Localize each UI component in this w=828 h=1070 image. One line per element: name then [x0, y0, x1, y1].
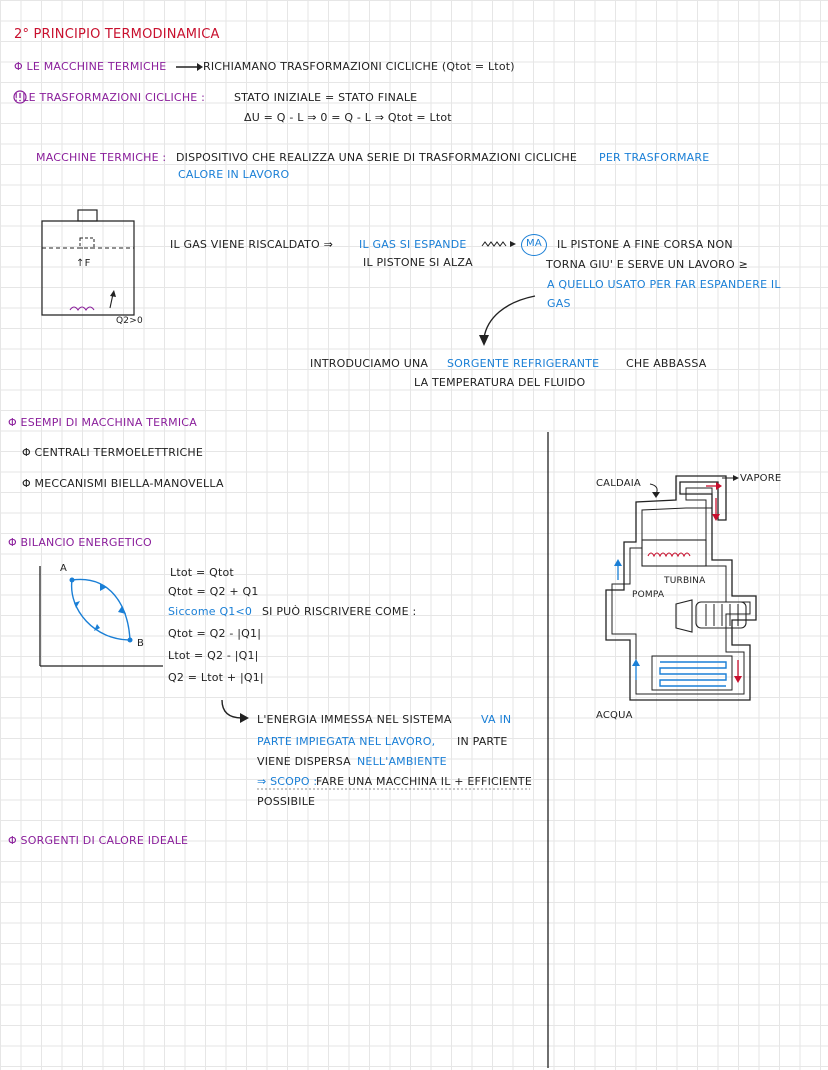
ma-text-2: TORNA GIU' E SERVE UN LAVORO ≥ [546, 258, 748, 271]
energy-blue-2: PARTE IMPIEGATA NEL LAVORO, [257, 735, 436, 748]
example-2: Φ MECCANISMI BIELLA-MANOVELLA [22, 477, 224, 490]
intro-text-1: INTRODUCIAMO UNA [310, 357, 429, 370]
diagram-label-vapore: VAPORE [740, 473, 782, 484]
curved-arrow-icon [479, 295, 536, 346]
graph-point-a: A [60, 563, 68, 574]
diagram-label-pompa: POMPA [632, 590, 665, 600]
energy-text-1: L'ENERGIA IMMESSA NEL SISTEMA [257, 713, 452, 726]
piston-rises-text: IL PISTONE SI ALZA [363, 256, 473, 269]
energy-text-2: IN PARTE [457, 735, 508, 748]
equation-2: Qtot = Q2 + Q1 [168, 585, 259, 598]
ma-blue-2: GAS [547, 297, 571, 310]
macchine-termiche-text: RICHIAMANO TRASFORMAZIONI CICLICHE (Qtot… [203, 60, 515, 73]
intro-blue: SORGENTE REFRIGERANTE [447, 357, 600, 370]
piston-heat-label: Q2>0 [116, 316, 143, 326]
ma-circle [521, 234, 547, 256]
heading-trasformazioni-cicliche: ! LE TRASFORMAZIONI CICLICHE : [14, 91, 206, 104]
equation-5: Ltot = Q2 - |Q1| [168, 649, 259, 662]
gas-expands-text: IL GAS SI ESPANDE [359, 238, 467, 251]
equation-3-blue: Siccome Q1<0 [168, 605, 253, 618]
page-title: 2° PRINCIPIO TERMODINAMICA [14, 27, 220, 42]
equation-6: Q2 = Ltot + |Q1| [168, 671, 264, 684]
graph-point-b: B [137, 638, 145, 649]
gas-heated-text: IL GAS VIENE RISCALDATO ⇒ [170, 238, 334, 251]
equation-3-rest: SI PUÒ RISCRIVERE COME : [262, 605, 417, 618]
heading-macchine-termiche: Φ LE MACCHINE TERMICHE [14, 60, 167, 73]
ma-text-1: IL PISTONE A FINE CORSA NON [557, 238, 733, 251]
pv-cycle-graph [39, 566, 163, 667]
arrow-right-icon [176, 63, 203, 71]
piston-force-label: ↑F [76, 258, 91, 269]
hook-arrow-icon [221, 699, 249, 723]
delta-u-equation: ΔU = Q - L ⇒ 0 = Q - L ⇒ Qtot = Ltot [244, 111, 452, 124]
sources-title: Φ SORGENTI DI CALORE IDEALE [8, 834, 189, 847]
examples-title: Φ ESEMPI DI MACCHINA TERMICA [8, 416, 197, 429]
scope-label: ⇒ SCOPO : [257, 775, 318, 788]
energy-blue-3: NELL'AMBIENTE [357, 755, 447, 768]
squiggle-arrow-icon [481, 241, 516, 247]
exclamation-icon [13, 90, 27, 104]
diagram-label-acqua: ACQUA [596, 710, 633, 721]
energy-text-3: VIENE DISPERSA [257, 755, 351, 768]
ma-label: MA [526, 238, 542, 249]
intro-text-2: CHE ABBASSA [626, 357, 707, 370]
equation-4: Qtot = Q2 - |Q1| [168, 627, 262, 640]
intro-text-3: LA TEMPERATURA DEL FLUIDO [414, 376, 586, 389]
ma-blue-1: A QUELLO USATO PER FAR ESPANDERE IL [547, 278, 781, 291]
definition-blue-2: CALORE IN LAVORO [178, 168, 290, 181]
power-plant-diagram [605, 475, 757, 701]
diagram-label-caldaia: CALDAIA [596, 478, 641, 489]
definition-text: DISPOSITIVO CHE REALIZZA UNA SERIE DI TR… [176, 151, 577, 164]
energy-blue-1: VA IN [481, 713, 512, 726]
scope-text: FARE UNA MACCHINA IL + EFFICIENTE [316, 775, 532, 788]
diagram-label-turbina: TURBINA [664, 576, 706, 586]
definition-label: MACCHINE TERMICHE : [36, 151, 167, 164]
scope-text-2: POSSIBILE [257, 795, 316, 808]
piston-cylinder-diagram [41, 209, 135, 316]
bilancio-title: Φ BILANCIO ENERGETICO [8, 536, 152, 549]
equation-1: Ltot = Qtot [170, 566, 234, 579]
definition-blue-1: PER TRASFORMARE [599, 151, 710, 164]
stato-text: STATO INIZIALE = STATO FINALE [234, 91, 418, 104]
example-1: Φ CENTRALI TERMOELETTRICHE [22, 446, 204, 459]
